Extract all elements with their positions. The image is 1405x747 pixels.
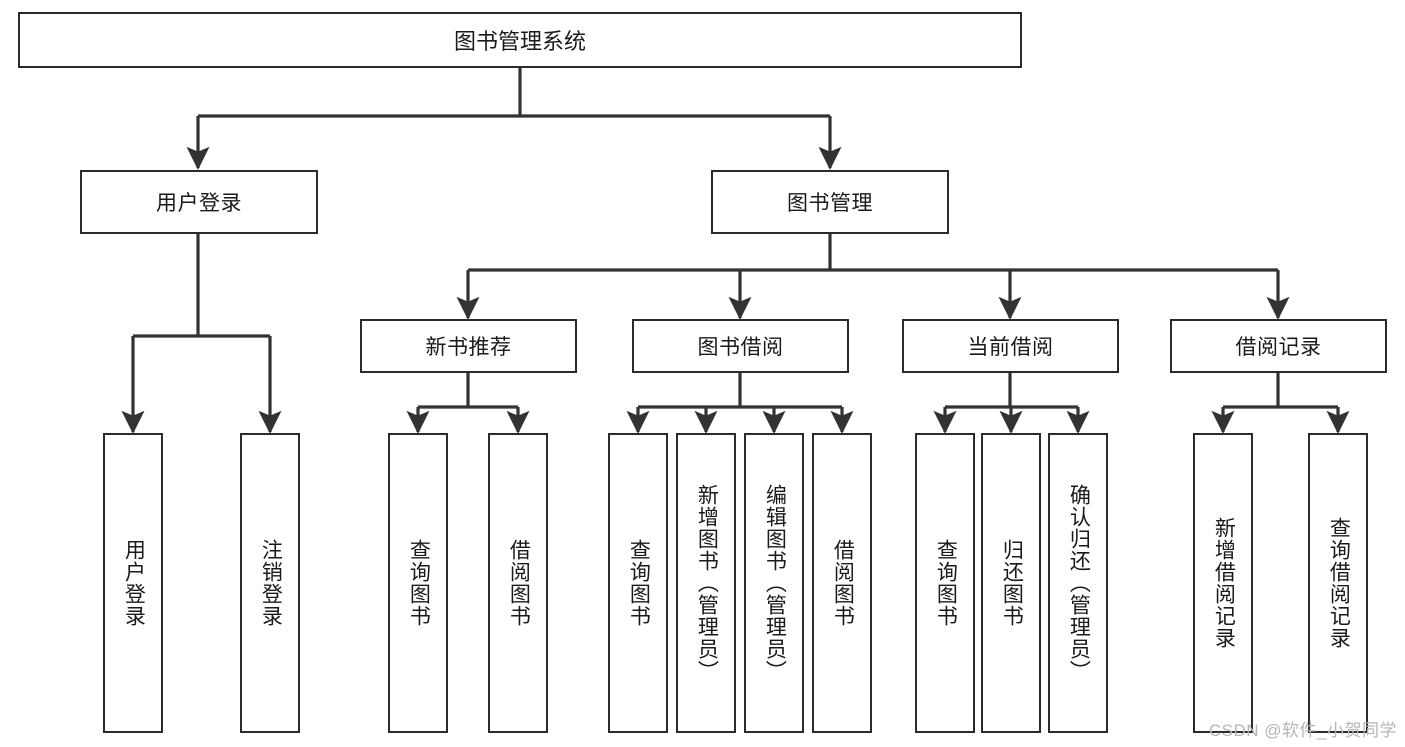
node-label: 注销登录 — [259, 539, 283, 627]
node-label: 借阅记录 — [1235, 336, 1322, 359]
node-root-book-management-system[interactable]: 图书管理系统 — [18, 12, 1022, 68]
node-borrow-record[interactable]: 借阅记录 — [1170, 319, 1387, 373]
node-leaf-query-book-3[interactable]: 查询图书 — [915, 433, 975, 733]
node-label: 用户登录 — [122, 539, 146, 627]
node-label: 图书借阅 — [697, 336, 784, 359]
node-label: 查询图书 — [407, 539, 431, 627]
node-label: 图书管理系统 — [453, 29, 586, 54]
node-leaf-query-borrow-record[interactable]: 查询借阅记录 — [1308, 433, 1368, 733]
node-book-borrow[interactable]: 图书借阅 — [632, 319, 849, 373]
node-label: 查询借阅记录 — [1327, 517, 1351, 649]
node-leaf-query-book-1[interactable]: 查询图书 — [388, 433, 448, 733]
csdn-watermark: CSDN @软件_小贺同学 — [1208, 721, 1397, 740]
node-label: 新增图书（管理员） — [695, 484, 719, 682]
node-label: 当前借阅 — [967, 336, 1054, 359]
node-new-book-recommend[interactable]: 新书推荐 — [360, 319, 577, 373]
node-leaf-logout-login[interactable]: 注销登录 — [240, 433, 300, 733]
node-leaf-add-book-admin[interactable]: 新增图书（管理员） — [676, 433, 736, 733]
node-label: 查询图书 — [627, 539, 651, 627]
node-leaf-confirm-return-admin[interactable]: 确认归还（管理员） — [1048, 433, 1108, 733]
node-label: 归还图书 — [1000, 539, 1024, 627]
node-leaf-return-book[interactable]: 归还图书 — [981, 433, 1041, 733]
node-label: 查询图书 — [934, 539, 958, 627]
node-leaf-borrow-book-2[interactable]: 借阅图书 — [812, 433, 872, 733]
node-label: 编辑图书（管理员） — [763, 484, 787, 682]
node-leaf-user-login[interactable]: 用户登录 — [103, 433, 163, 733]
node-current-borrow[interactable]: 当前借阅 — [902, 319, 1119, 373]
node-label: 用户登录 — [156, 192, 242, 215]
node-label: 确认归还（管理员） — [1067, 484, 1091, 682]
node-leaf-add-borrow-record[interactable]: 新增借阅记录 — [1193, 433, 1253, 733]
node-leaf-edit-book-admin[interactable]: 编辑图书（管理员） — [744, 433, 804, 733]
node-label: 新增借阅记录 — [1212, 517, 1236, 649]
node-user-login[interactable]: 用户登录 — [80, 170, 318, 234]
node-label: 新书推荐 — [425, 336, 512, 359]
node-label: 借阅图书 — [831, 539, 855, 627]
node-label: 借阅图书 — [507, 539, 531, 627]
node-leaf-borrow-book-1[interactable]: 借阅图书 — [488, 433, 548, 733]
node-book-management[interactable]: 图书管理 — [711, 170, 949, 234]
node-label: 图书管理 — [787, 192, 873, 215]
node-leaf-query-book-2[interactable]: 查询图书 — [608, 433, 668, 733]
